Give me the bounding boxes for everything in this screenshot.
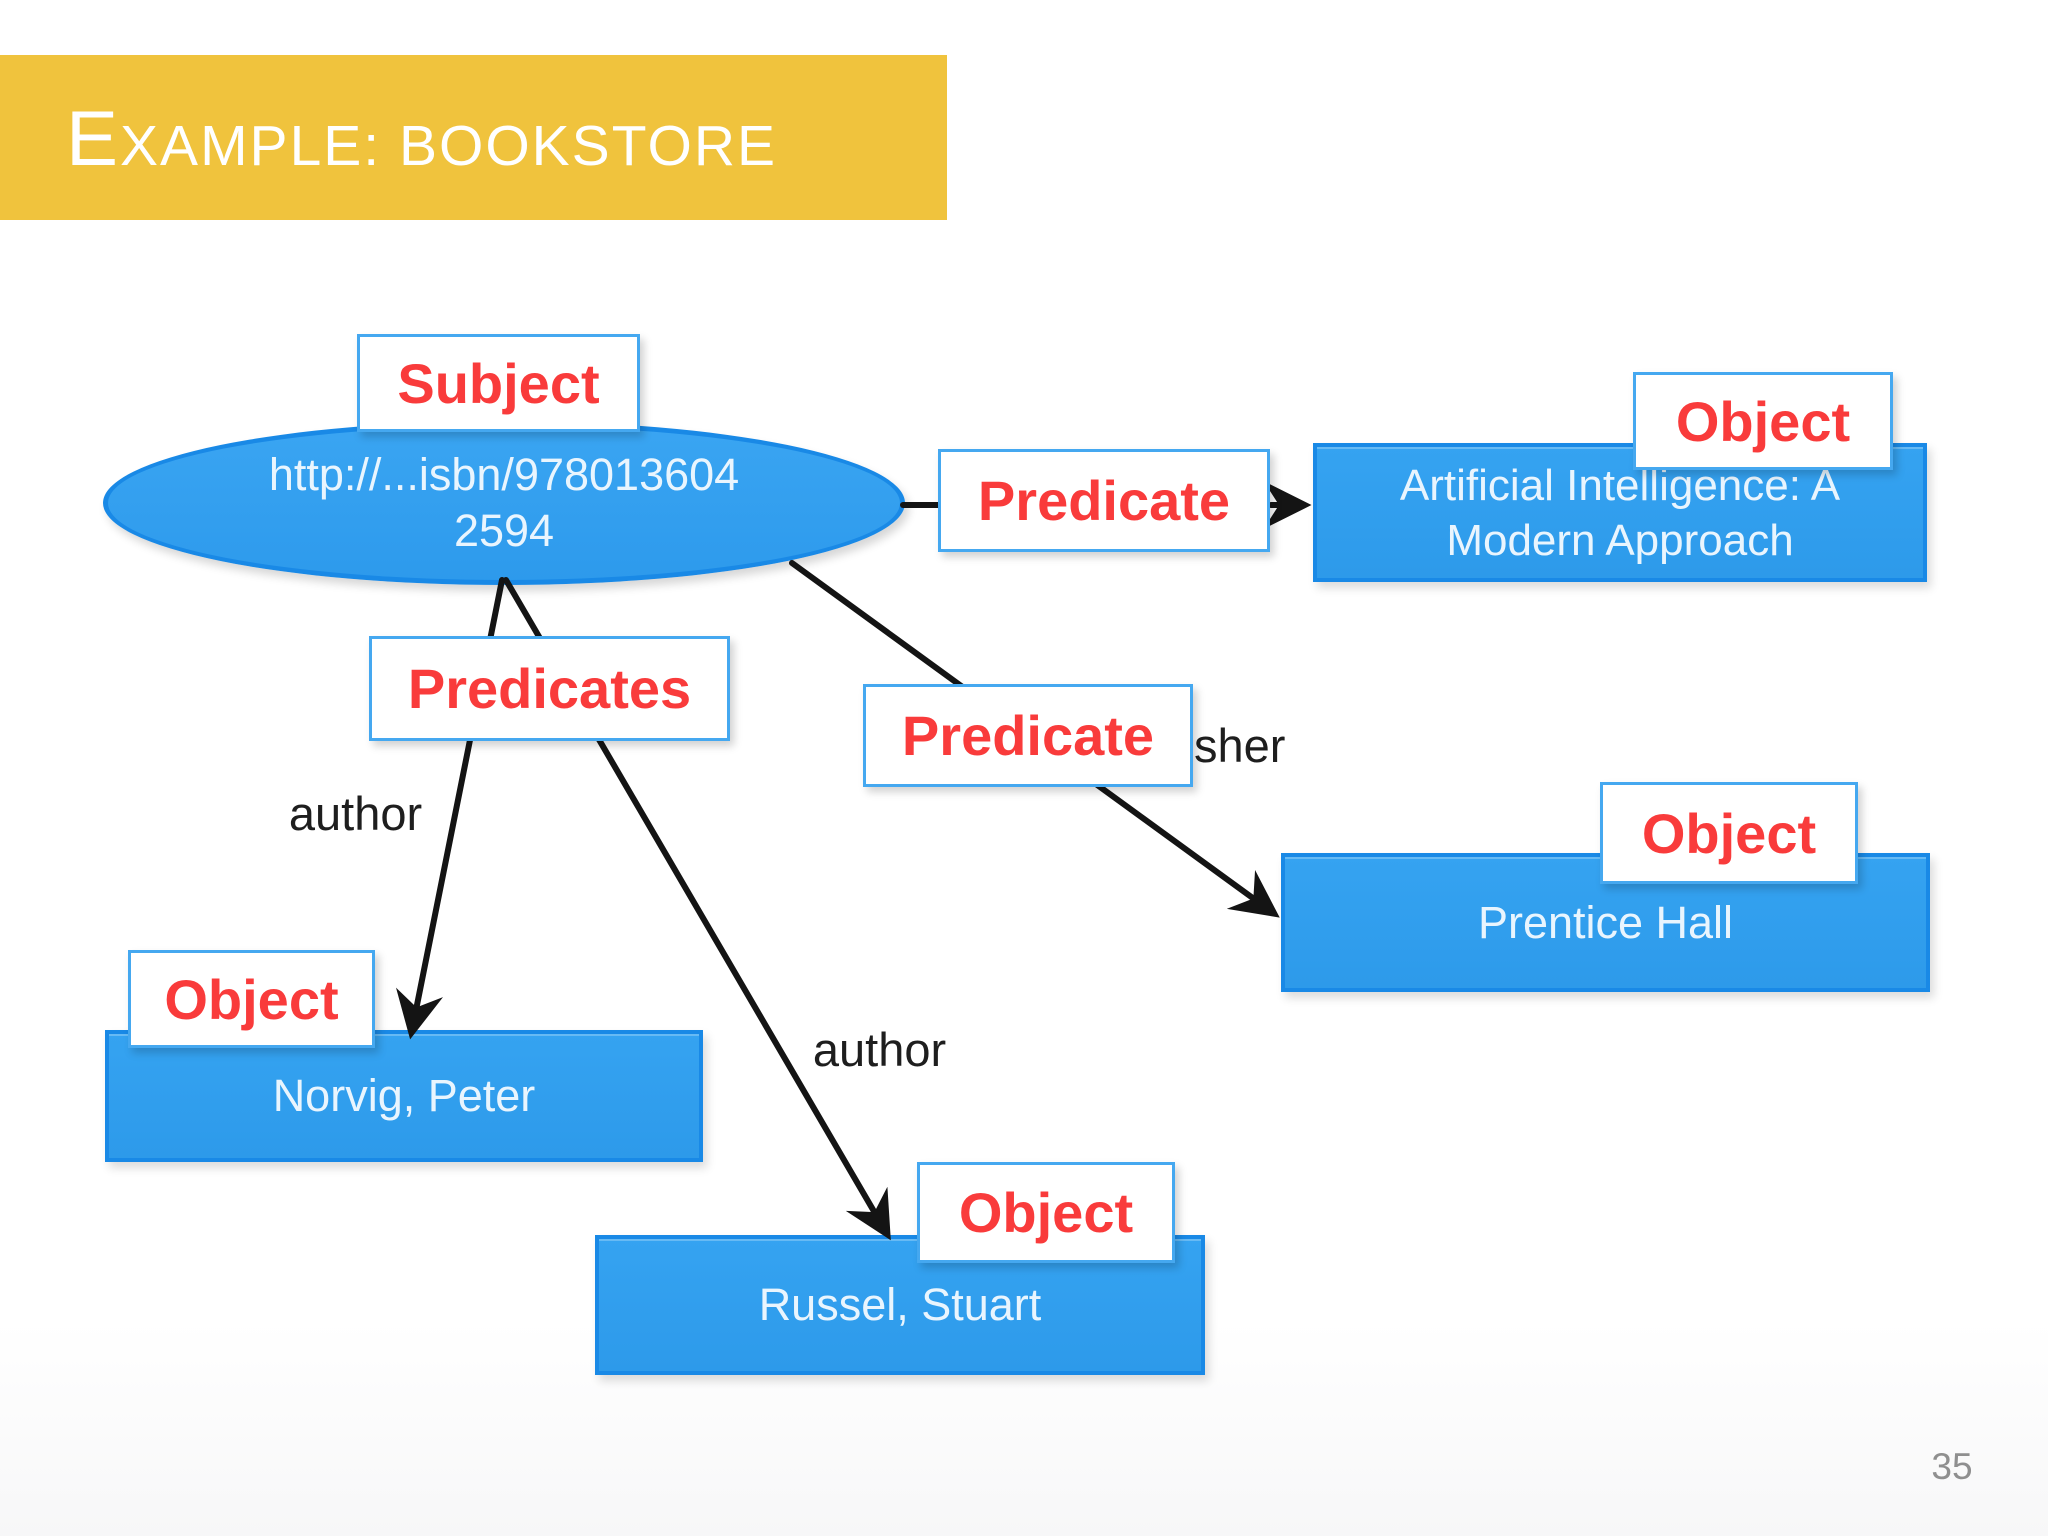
title-bar: EXAMPLE: BOOKSTORE (0, 55, 947, 220)
tag-object-author2: Object (917, 1162, 1175, 1263)
page-number: 35 (1931, 1446, 1973, 1487)
tag-predicate-top: Predicate (938, 449, 1270, 552)
object-node-author1: Norvig, Peter (105, 1030, 703, 1162)
subject-uri-node: http://...isbn/978013604 2594 (103, 421, 905, 585)
tag-predicates: Predicates (369, 636, 730, 741)
tag-object-title: Object (1633, 372, 1893, 470)
object-author2-text: Russel, Stuart (758, 1279, 1042, 1330)
object-title-line2: Modern Approach (1446, 515, 1794, 565)
tag-object-author1: Object (128, 950, 375, 1048)
object-publisher-text: Prentice Hall (1477, 896, 1734, 948)
edge-label-publisher-fragment: sher (1194, 719, 1286, 772)
tag-subject: Subject (357, 334, 640, 432)
tag-object-publisher: Object (1600, 782, 1858, 884)
edge-label-author-left: author (288, 787, 423, 840)
subject-uri-line2: 2594 (453, 505, 555, 556)
edge-label-author-right: author (812, 1023, 947, 1076)
object-node-author2: Russel, Stuart (595, 1235, 1205, 1375)
object-author1-text: Norvig, Peter (272, 1070, 536, 1121)
subject-uri-line1: http://...isbn/978013604 (268, 449, 740, 500)
tag-predicate-mid: Predicate (863, 684, 1193, 787)
slide-title: EXAMPLE: BOOKSTORE (66, 94, 777, 182)
